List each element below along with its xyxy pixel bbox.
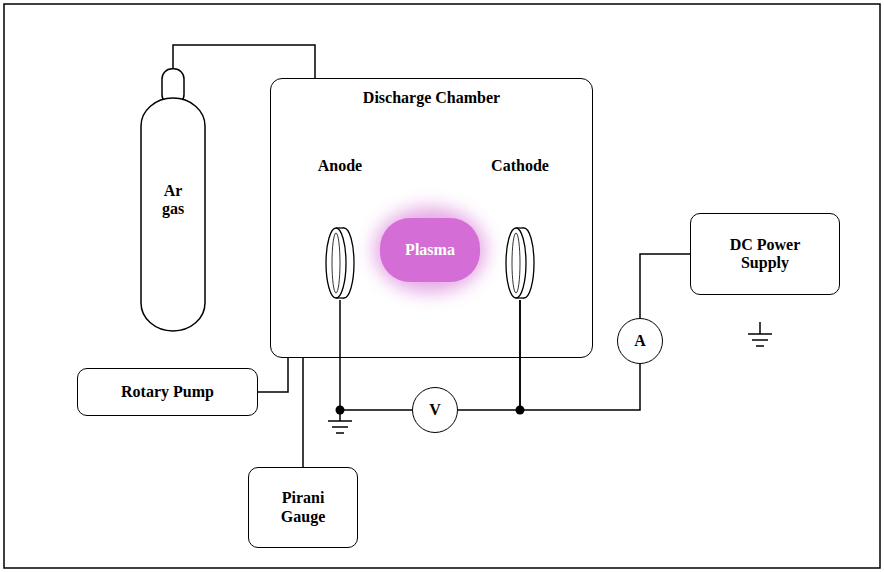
ground-symbol — [748, 322, 772, 346]
ammeter: A — [617, 318, 663, 364]
junction-dot — [516, 406, 525, 415]
connector-line — [640, 254, 690, 318]
connector-line — [520, 300, 640, 410]
pump-box: Rotary Pump — [77, 368, 258, 416]
electrode-disk — [320, 226, 360, 300]
node-label: Pirani Gauge — [281, 489, 325, 526]
disk-front — [326, 228, 346, 298]
connector-line — [258, 358, 288, 392]
disk-face — [332, 233, 340, 293]
connector-line — [340, 300, 412, 410]
electrode-disk — [500, 226, 540, 300]
node-label: Ar gas — [162, 182, 184, 219]
plasma-halo — [374, 207, 486, 293]
cathode-electrode: Cathode — [475, 155, 565, 300]
node-label: Rotary Pump — [121, 383, 214, 401]
node-label: DC Power Supply — [715, 236, 815, 273]
frame — [4, 4, 880, 568]
node-label: A — [634, 332, 646, 350]
node-label: Anode — [318, 155, 362, 175]
voltmeter: V — [412, 387, 458, 433]
junction-dot — [336, 406, 345, 415]
plasma-core — [380, 218, 480, 282]
plasma-glow: Plasma — [360, 195, 500, 305]
connector-line — [302, 358, 304, 467]
node-label: V — [429, 401, 441, 419]
cylinder-body — [141, 98, 205, 331]
node-label: Discharge Chamber — [363, 89, 500, 107]
disk-front — [506, 228, 526, 298]
discharge-chamber: Discharge ChamberAnodePlasma Cathode — [270, 78, 593, 358]
gauge-box: Pirani Gauge — [248, 467, 358, 548]
connector-line — [173, 45, 315, 78]
power-supply-box: DC Power Supply — [690, 213, 840, 295]
disk-face — [512, 233, 520, 293]
gas-cylinder: Ar gas — [140, 68, 206, 332]
node-label: Plasma — [405, 241, 455, 259]
node-label: Cathode — [491, 155, 549, 175]
anode-electrode: Anode — [302, 155, 379, 300]
connector-line — [458, 300, 520, 410]
